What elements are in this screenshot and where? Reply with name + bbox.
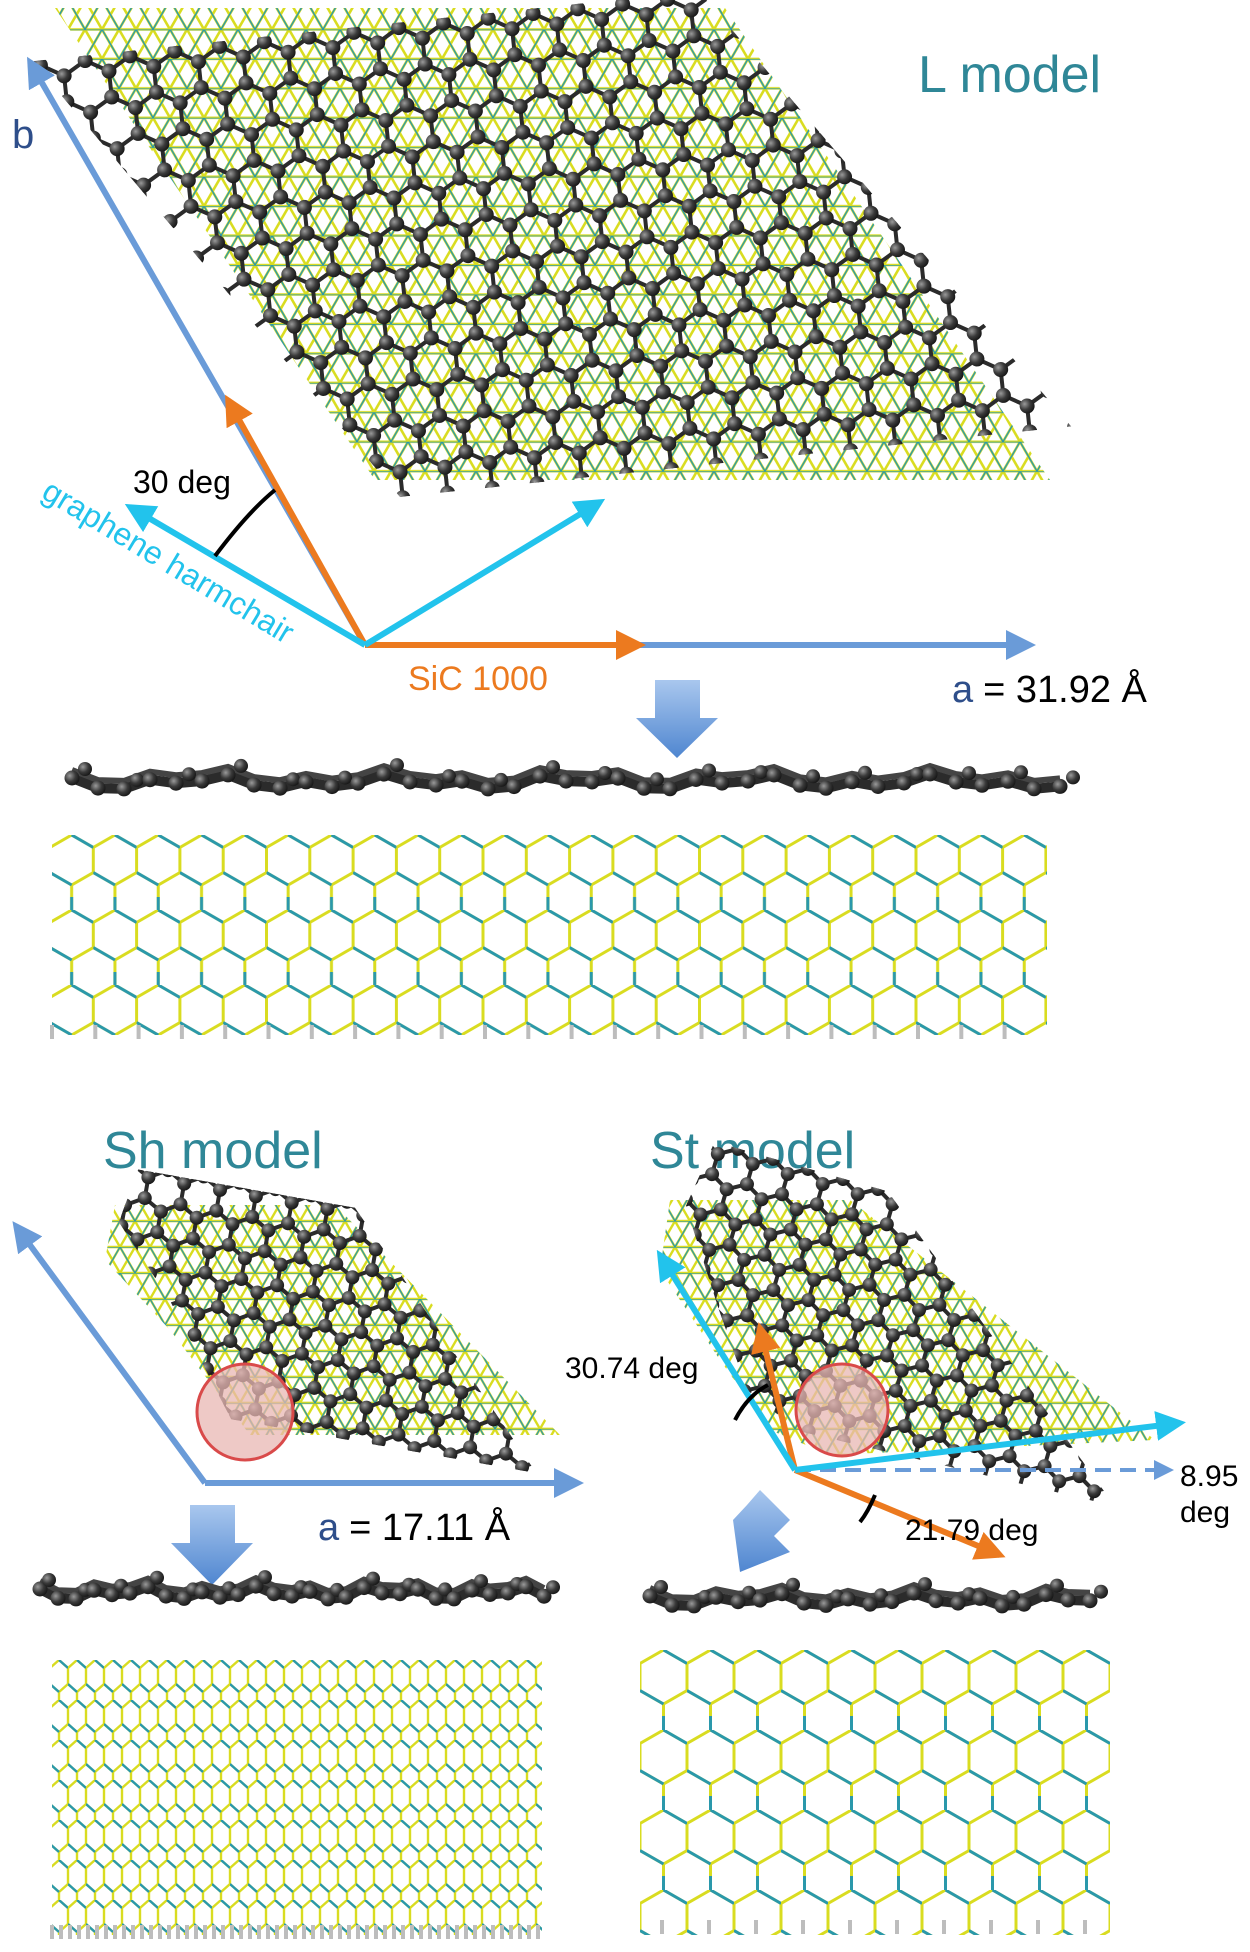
l-model-graphene-vector-2 <box>363 498 606 648</box>
sh-model-top-view <box>88 1167 577 1474</box>
l-model-sic-vector-long <box>225 394 368 647</box>
st-model-down-arrow <box>733 1490 790 1572</box>
st-model-substrate-side <box>640 1650 1110 1935</box>
l-model-side-view <box>50 758 1080 1039</box>
st-model-orange-vector-up <box>751 1322 798 1471</box>
st-model-cyan-vector-right <box>794 1411 1186 1473</box>
sh-model-substrate-side <box>52 1660 542 1935</box>
st-model-angle-small-line2: deg <box>1180 1496 1230 1529</box>
l-model-angle-label: 30 deg <box>133 464 231 500</box>
st-model-lattice-vectors <box>656 1249 1186 1560</box>
l-model-title: L model <box>918 46 1101 104</box>
st-model-side-graphene <box>642 1577 1108 1934</box>
st-model-defect-circle <box>794 1362 890 1458</box>
st-model-labels: 30.74 deg 21.79 deg 8.95 deg <box>565 1352 1238 1547</box>
l-model-side-graphene <box>50 758 1080 1039</box>
sh-model-a-value: = 17.11 Å <box>349 1505 511 1549</box>
l-model-a-label: a= 31.92 Å <box>952 667 1148 711</box>
l-model-lattice-vectors <box>27 56 1036 660</box>
l-model-angle-arc <box>213 488 277 558</box>
sh-model-title: Sh model <box>103 1122 323 1180</box>
l-model-a-value: = 31.92 Å <box>983 667 1147 711</box>
st-model-side-view <box>640 1577 1110 1935</box>
st-model-angle-arc-orange <box>858 1494 877 1524</box>
sh-model-side-view <box>32 1570 560 1939</box>
sh-model-a-symbol: a <box>318 1507 340 1549</box>
st-model-cyan-vector-up <box>656 1249 798 1472</box>
st-model-angle-cyan-label: 30.74 deg <box>565 1352 698 1385</box>
st-model-angle-orange-label: 21.79 deg <box>905 1514 1038 1547</box>
st-model-top-view <box>634 1138 1181 1521</box>
l-model-b-label: b <box>12 113 34 157</box>
sh-model-down-arrow <box>171 1505 253 1585</box>
sh-model-side-graphene <box>32 1570 560 1939</box>
l-model-sic-label: SiC 1000 <box>408 660 548 698</box>
l-model-substrate-side <box>52 835 1047 1035</box>
st-model-graphene-sheet <box>634 1138 1181 1521</box>
l-model-a-symbol: a <box>952 669 974 711</box>
st-model-orange-vector-down <box>793 1467 1006 1560</box>
l-model-graphene-armchair-vector <box>124 503 367 648</box>
st-model-angle-small-line1: 8.95 <box>1180 1460 1238 1493</box>
sh-model-lattice-vectors <box>12 1221 584 1498</box>
sh-model-defect-circle <box>195 1362 295 1462</box>
sh-model-vector-b <box>12 1221 208 1485</box>
sh-model-a-label: a= 17.11 Å <box>318 1505 511 1549</box>
l-model-down-arrow <box>636 680 718 758</box>
st-model-angle-arc-cyan <box>733 1383 769 1421</box>
